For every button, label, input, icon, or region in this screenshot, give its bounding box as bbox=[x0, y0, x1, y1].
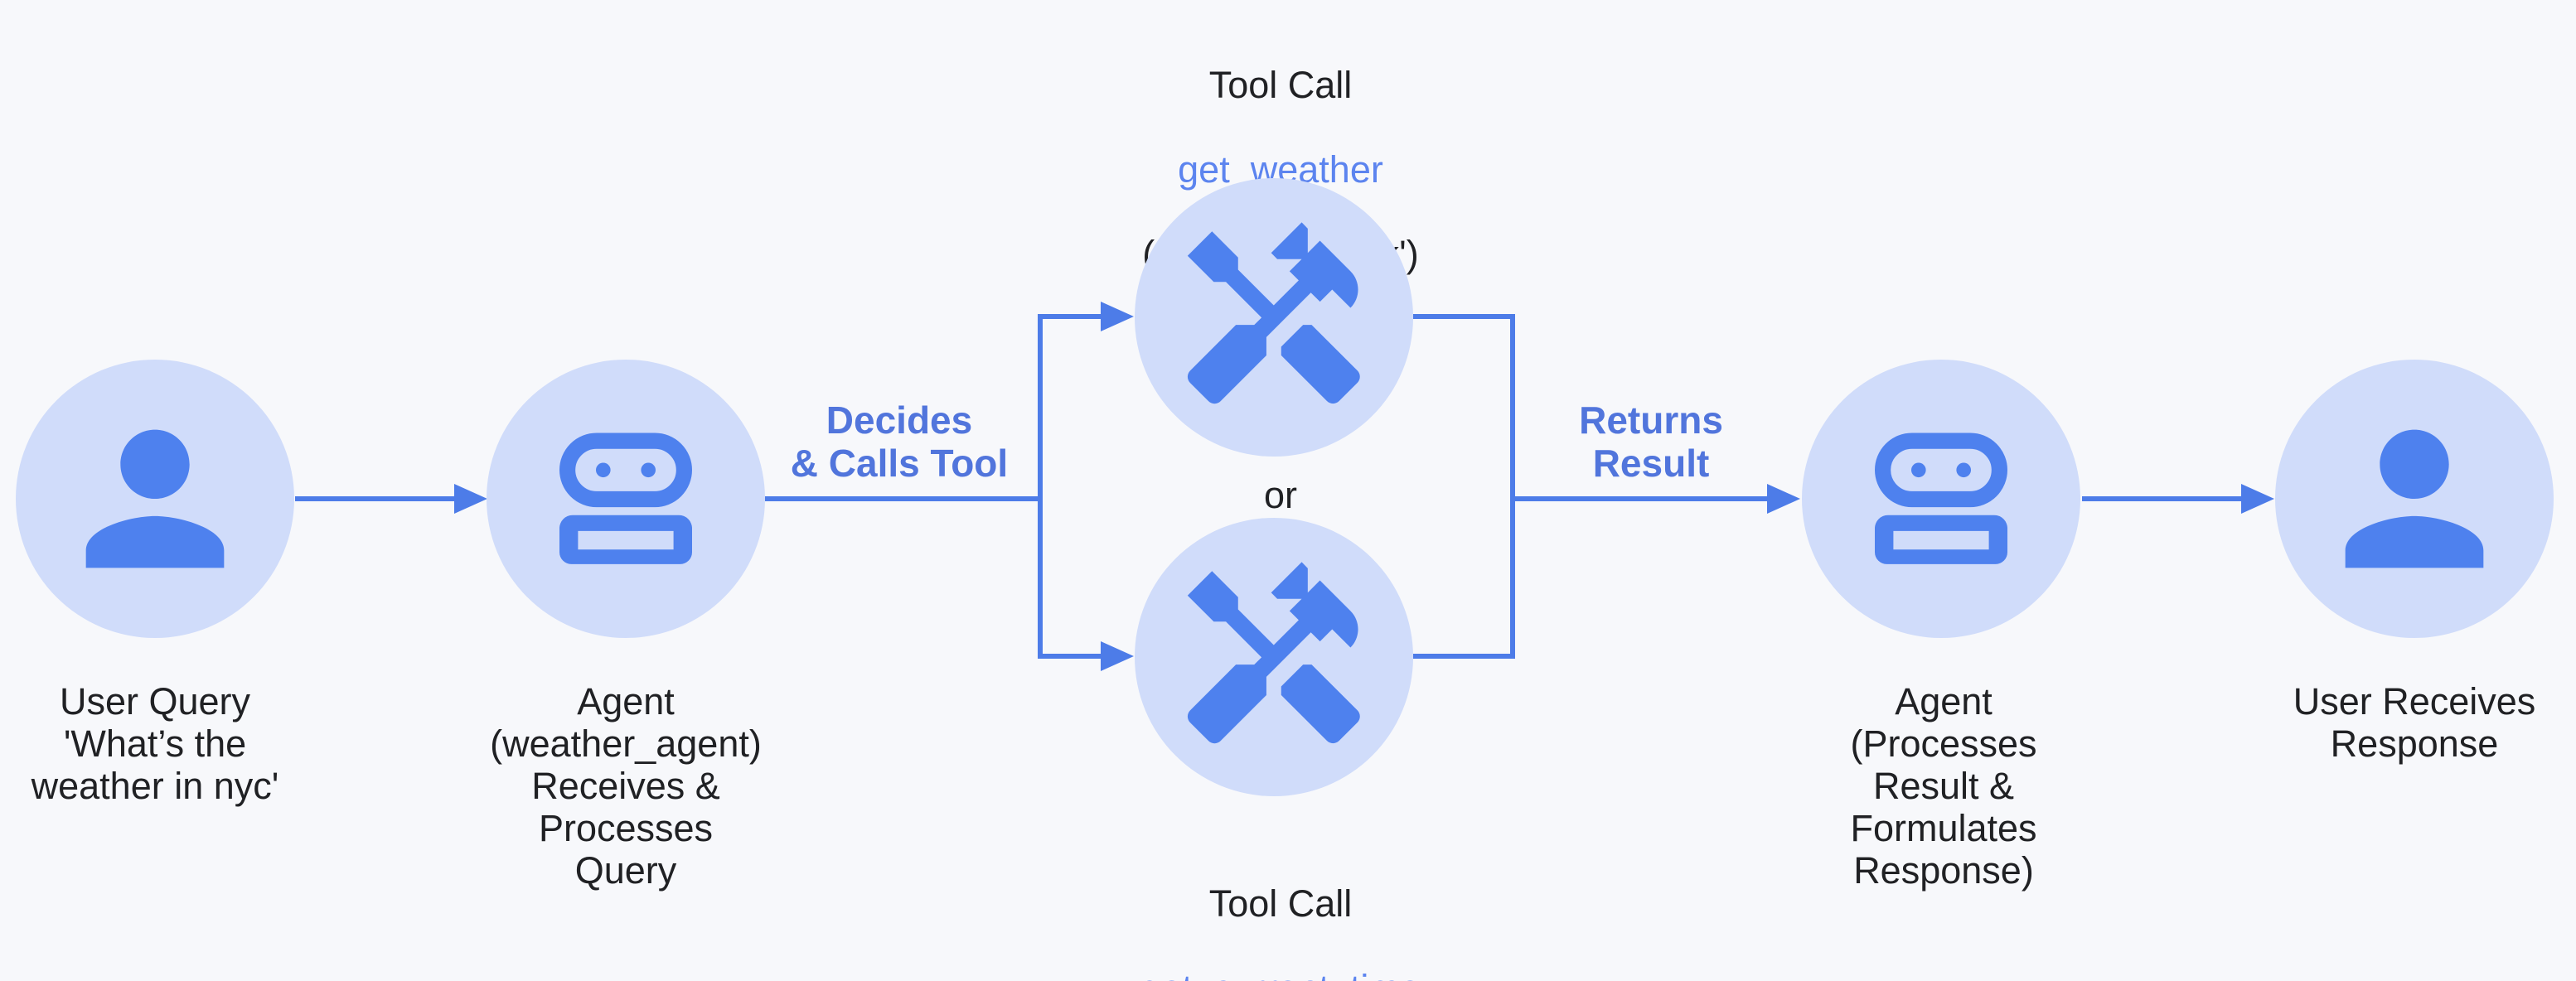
node-tool-get-weather bbox=[1135, 178, 1413, 457]
node-user-receives bbox=[2275, 360, 2554, 638]
label-returns-result: Returns Result bbox=[1579, 399, 1723, 485]
handyman-icon bbox=[1187, 562, 1360, 744]
arrow-agent-to-user bbox=[2082, 484, 2274, 514]
label-decides-calls-tool: Decides & Calls Tool bbox=[790, 399, 1009, 485]
label-agent-responds: Agent (Processes Result & Formulates Res… bbox=[1850, 680, 2037, 892]
label-or: or bbox=[1263, 474, 1297, 516]
label-agent-receives: Agent (weather_agent) Receives & Process… bbox=[490, 680, 762, 892]
node-user-query bbox=[16, 360, 294, 638]
handyman-icon bbox=[1187, 222, 1360, 404]
robot-icon bbox=[1875, 433, 2007, 564]
label-tool-get-current-time: Tool Call get_current_time bbox=[990, 840, 1571, 981]
node-tool-get-current-time bbox=[1135, 518, 1413, 796]
person-icon bbox=[2345, 429, 2484, 568]
arrow-branch-to-tool-bottom bbox=[1038, 641, 1134, 671]
arrow-merge-to-agent bbox=[1513, 484, 1800, 514]
arrow-branch-to-tool-top bbox=[1038, 302, 1134, 331]
node-agent-responds bbox=[1802, 360, 2080, 638]
label-user-receives: User Receives Response bbox=[2293, 680, 2536, 765]
tool-call-title: Tool Call bbox=[1208, 64, 1353, 106]
robot-icon bbox=[559, 433, 692, 564]
connector-agent-to-branch bbox=[765, 314, 1043, 659]
node-agent-receives bbox=[487, 360, 765, 638]
person-icon bbox=[85, 429, 225, 568]
label-user-query: User Query 'What’s the weather in nyc' bbox=[31, 680, 279, 807]
tool-name-get-current-time: get_current_time bbox=[990, 967, 1571, 981]
connector-tools-to-merge bbox=[1413, 314, 1515, 659]
arrow-user-to-agent bbox=[295, 484, 487, 514]
tool-call-title: Tool Call bbox=[1208, 882, 1353, 925]
